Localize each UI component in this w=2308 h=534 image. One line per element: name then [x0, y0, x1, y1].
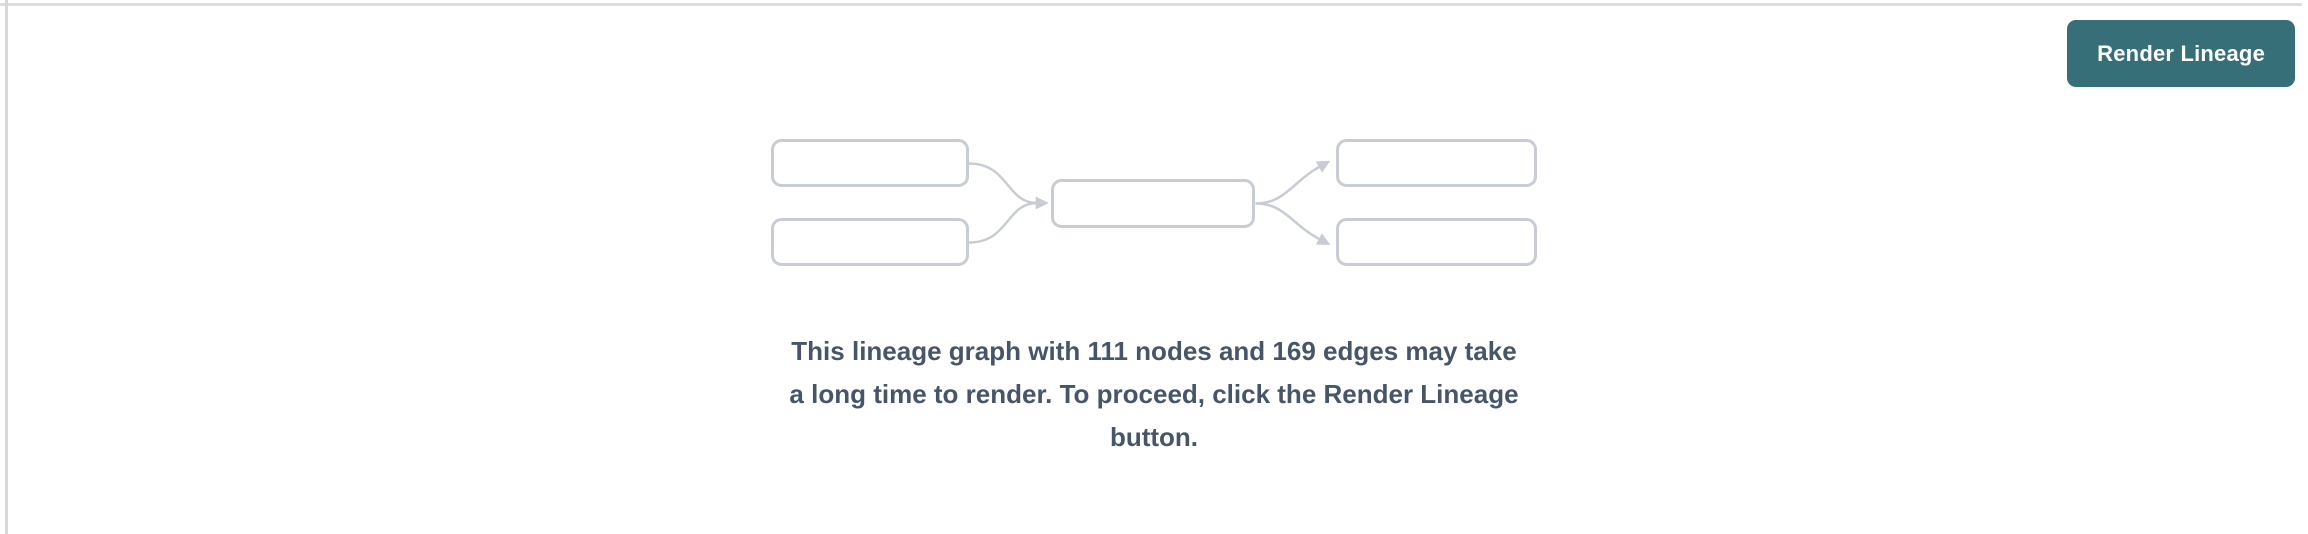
graph-edge [1255, 202, 1331, 245]
message-line: a long time to render. To proceed, click… [789, 379, 1519, 409]
graph-node [771, 218, 969, 266]
panel-top-border [0, 3, 2302, 6]
graph-edge [1255, 160, 1331, 205]
panel-left-border [5, 0, 8, 534]
message-line: button. [1109, 422, 1199, 452]
graph-node [1051, 179, 1255, 228]
render-warning-message: This lineage graph with 111 nodes and 16… [0, 330, 2308, 459]
graph-edges [968, 160, 1331, 245]
graph-node [1336, 139, 1537, 187]
lineage-graph-illustration [771, 139, 1537, 266]
render-lineage-button[interactable]: Render Lineage [2067, 20, 2295, 87]
graph-node [771, 139, 969, 187]
graph-edge [968, 201, 1038, 244]
graph-node [1336, 218, 1537, 266]
graph-edge [968, 162, 1049, 210]
graph-nodes [771, 139, 1537, 266]
message-line: This lineage graph with 111 nodes and 16… [791, 336, 1517, 366]
